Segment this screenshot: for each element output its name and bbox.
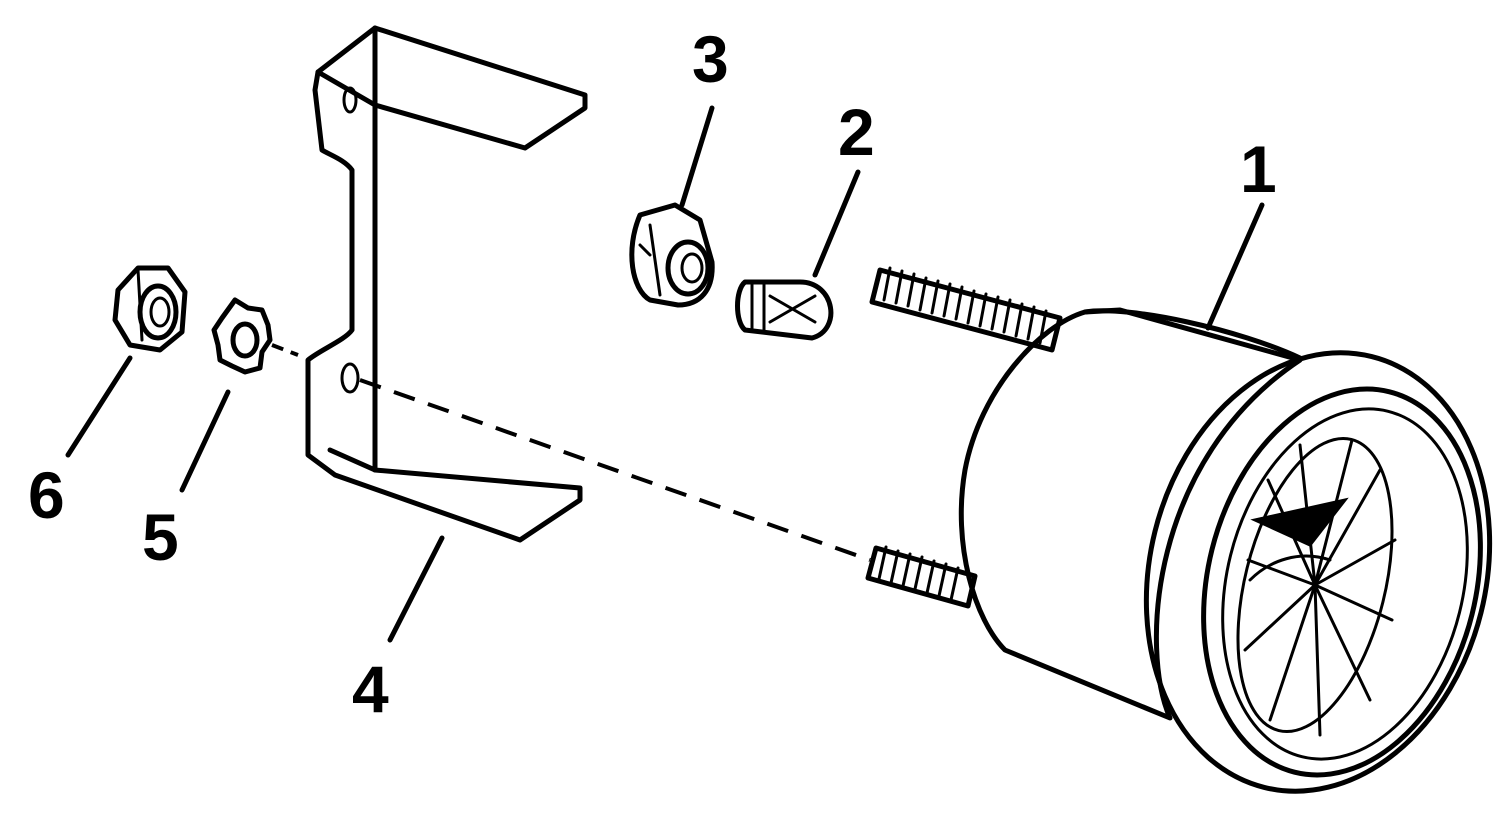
assembly-centerline-short (271, 343, 299, 357)
gauge-dial (1236, 436, 1397, 737)
mounting-bracket (305, 25, 588, 643)
hex-nut (65, 265, 188, 458)
callout-5: 5 (142, 500, 179, 574)
callout-leader-3 (679, 105, 715, 208)
callout-6: 6 (28, 458, 65, 532)
callout-leader-2 (812, 169, 861, 278)
callout-leader-1 (1205, 202, 1265, 331)
callout-1: 1 (1240, 132, 1277, 206)
callout-4: 4 (352, 652, 389, 726)
callout-leader-6 (65, 355, 133, 458)
callout-3: 3 (692, 22, 729, 96)
gauge (865, 202, 1493, 794)
bulb-socket (629, 105, 715, 308)
callout-2: 2 (838, 95, 875, 169)
gauge-body (958, 307, 1303, 721)
lock-washer (179, 297, 273, 493)
gauge-lower-stud (865, 545, 978, 609)
gauge-upper-stud (869, 266, 1063, 353)
assembly-centerline (359, 378, 871, 562)
callout-leader-5 (179, 389, 231, 493)
callout-leader-4 (387, 535, 445, 643)
gauge-bezel (1143, 350, 1493, 794)
bulb (735, 169, 861, 341)
